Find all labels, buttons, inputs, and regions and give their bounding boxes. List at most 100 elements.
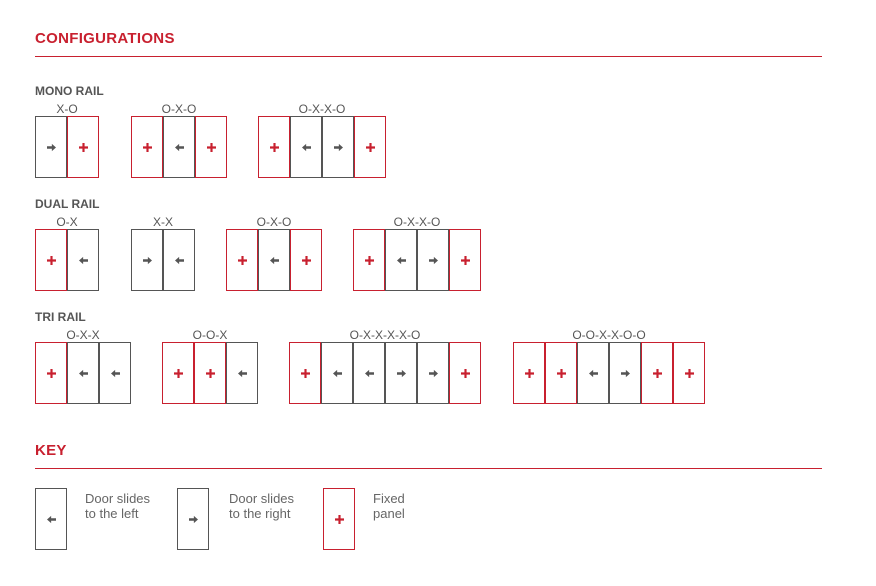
sliding-panel-left: [67, 229, 99, 291]
fixed-panel: [290, 229, 322, 291]
plus-icon: [174, 369, 183, 378]
configuration-code: O-X-X: [66, 328, 100, 342]
arrow-left-icon: [270, 256, 279, 265]
fixed-panel: [131, 116, 163, 178]
plus-icon: [366, 143, 375, 152]
sliding-panel-right: [385, 342, 417, 404]
configuration-code: O-X: [56, 215, 78, 229]
configuration-code: O-X-O: [161, 102, 197, 116]
arrow-left-icon: [111, 369, 120, 378]
fixed-panel: [449, 229, 481, 291]
arrow-right-icon: [143, 256, 152, 265]
sliding-panel-left: [353, 342, 385, 404]
arrow-right-icon: [429, 256, 438, 265]
arrow-left-icon: [333, 369, 342, 378]
fixed-panel: [258, 116, 290, 178]
fixed-panel: [513, 342, 545, 404]
fixed-panel: [449, 342, 481, 404]
plus-icon: [557, 369, 566, 378]
plus-icon: [301, 369, 310, 378]
plus-icon: [461, 256, 470, 265]
plus-icon: [47, 256, 56, 265]
configuration-code: O-X-X-X-X-O: [349, 328, 421, 342]
fixed-panel: [673, 342, 705, 404]
sliding-panel-right: [417, 342, 449, 404]
fixed-panel: [35, 229, 67, 291]
configuration-code: X-X: [152, 215, 173, 229]
plus-icon: [270, 143, 279, 152]
sliding-panel-left: [321, 342, 353, 404]
fixed-panel: [641, 342, 673, 404]
sliding-panel-right: [609, 342, 641, 404]
arrow-left-icon: [238, 369, 247, 378]
configurations-title: CONFIGURATIONS: [35, 30, 175, 47]
fixed-panel: [354, 116, 386, 178]
arrow-right-icon: [189, 515, 198, 524]
fixed-panel: [545, 342, 577, 404]
sliding-panel-left: [385, 229, 417, 291]
arrow-right-icon: [397, 369, 406, 378]
sliding-panel-left: [290, 116, 322, 178]
key-left-panel: [35, 488, 67, 550]
key-fixed-label: Fixed panel: [373, 491, 405, 521]
configuration-code: O-X-X-O: [393, 215, 441, 229]
plus-icon: [461, 369, 470, 378]
arrow-left-icon: [589, 369, 598, 378]
fixed-panel: [162, 342, 194, 404]
configuration-code: O-X-X-O: [298, 102, 346, 116]
arrow-left-icon: [175, 143, 184, 152]
plus-icon: [365, 256, 374, 265]
fixed-panel: [353, 229, 385, 291]
plus-icon: [79, 143, 88, 152]
fixed-panel: [194, 342, 226, 404]
arrow-left-icon: [365, 369, 374, 378]
arrow-left-icon: [302, 143, 311, 152]
sliding-panel-left: [163, 229, 195, 291]
fixed-panel: [195, 116, 227, 178]
arrow-left-icon: [47, 515, 56, 524]
arrow-left-icon: [397, 256, 406, 265]
plus-icon: [143, 143, 152, 152]
configuration-code: O-X-O: [256, 215, 292, 229]
fixed-panel: [35, 342, 67, 404]
configuration-code: X-O: [56, 102, 78, 116]
arrow-right-icon: [334, 143, 343, 152]
arrow-left-icon: [175, 256, 184, 265]
sliding-panel-left: [163, 116, 195, 178]
plus-icon: [207, 143, 216, 152]
sliding-panel-right: [322, 116, 354, 178]
arrow-right-icon: [429, 369, 438, 378]
plus-icon: [653, 369, 662, 378]
sliding-panel-right: [131, 229, 163, 291]
key-left-label: Door slides to the left: [85, 491, 151, 521]
key-title: KEY: [35, 442, 67, 459]
sliding-panel-left: [99, 342, 131, 404]
arrow-left-icon: [79, 256, 88, 265]
key-right-label: Door slides to the right: [229, 491, 295, 521]
mono-rail-label: MONO RAIL: [35, 84, 104, 98]
plus-icon: [47, 369, 56, 378]
plus-icon: [206, 369, 215, 378]
fixed-panel: [226, 229, 258, 291]
plus-icon: [302, 256, 311, 265]
sliding-panel-left: [226, 342, 258, 404]
key-divider: [35, 468, 822, 469]
sliding-panel-right: [35, 116, 67, 178]
key-fixed-panel: [323, 488, 355, 550]
dual-rail-label: DUAL RAIL: [35, 197, 100, 211]
fixed-panel: [67, 116, 99, 178]
plus-icon: [525, 369, 534, 378]
key-right-panel: [177, 488, 209, 550]
plus-icon: [335, 515, 344, 524]
sliding-panel-left: [258, 229, 290, 291]
arrow-left-icon: [79, 369, 88, 378]
configurations-divider: [35, 56, 822, 57]
arrow-right-icon: [47, 143, 56, 152]
tri-rail-label: TRI RAIL: [35, 310, 86, 324]
plus-icon: [238, 256, 247, 265]
plus-icon: [685, 369, 694, 378]
configuration-code: O-O-X: [192, 328, 228, 342]
configuration-code: O-O-X-X-O-O: [572, 328, 646, 342]
sliding-panel-right: [417, 229, 449, 291]
fixed-panel: [289, 342, 321, 404]
